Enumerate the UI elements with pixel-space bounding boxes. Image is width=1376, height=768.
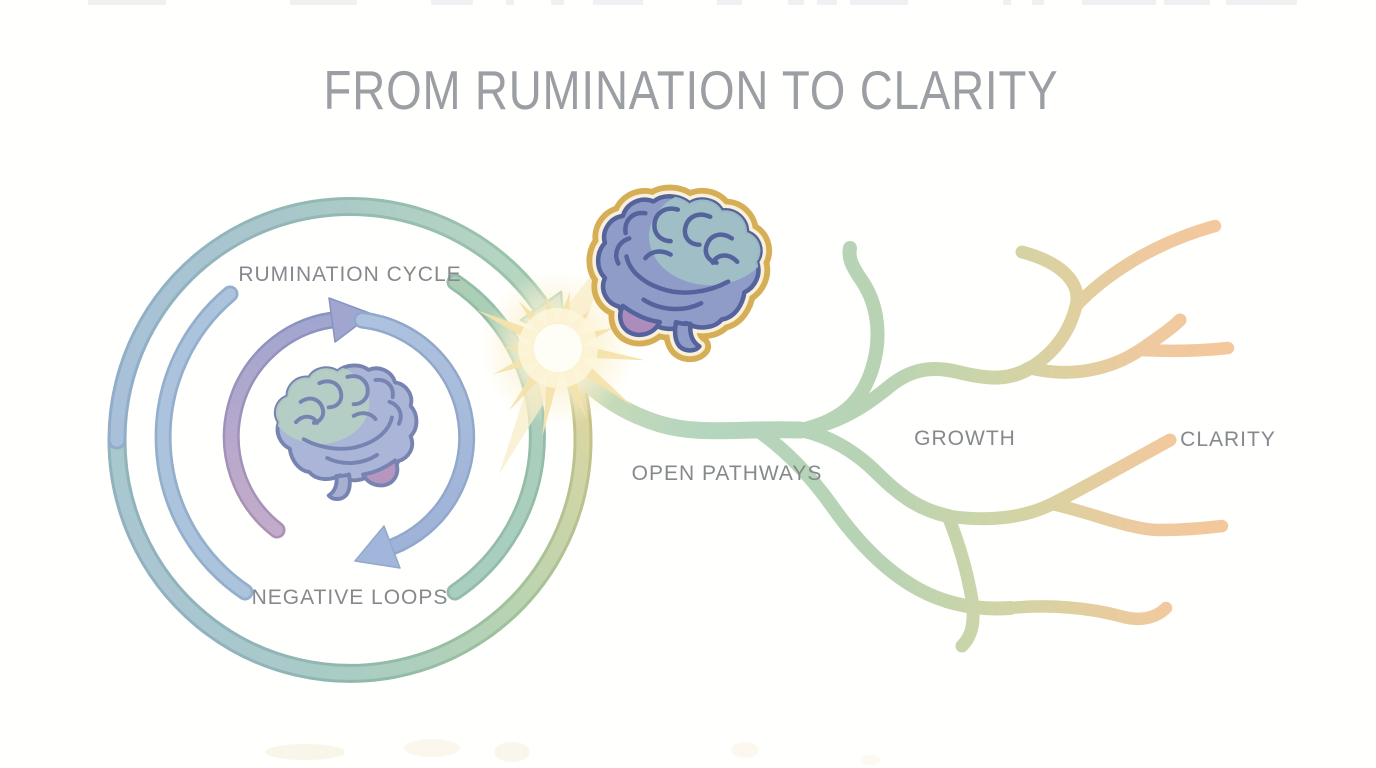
glowing-brain-icon (598, 188, 771, 350)
cycle-arrow-left-icon (222, 297, 373, 539)
top-edge-artifact (88, 0, 1297, 5)
arrowhead-top-icon (328, 297, 373, 343)
brain-icon (273, 363, 419, 501)
rumination-cycle-label: RUMINATION CYCLE (238, 263, 461, 286)
negative-loops-label: NEGATIVE LOOPS (252, 586, 449, 609)
clarity-label: CLARITY (1180, 428, 1276, 451)
branching-pathways (547, 219, 1235, 653)
page-title: FROM RUMINATION TO CLARITY (324, 59, 1059, 121)
bottom-edge-artifact (265, 739, 880, 765)
rumination-loop-arrows (222, 297, 476, 569)
outer-cycle-ring (107, 196, 593, 683)
cycle-arrow-right-icon (353, 311, 476, 569)
breakthrough-burst-icon (476, 250, 646, 475)
growth-label: GROWTH (914, 427, 1016, 450)
open-pathways-label: OPEN PATHWAYS (632, 462, 823, 485)
arrowhead-bottom-icon (354, 525, 401, 569)
